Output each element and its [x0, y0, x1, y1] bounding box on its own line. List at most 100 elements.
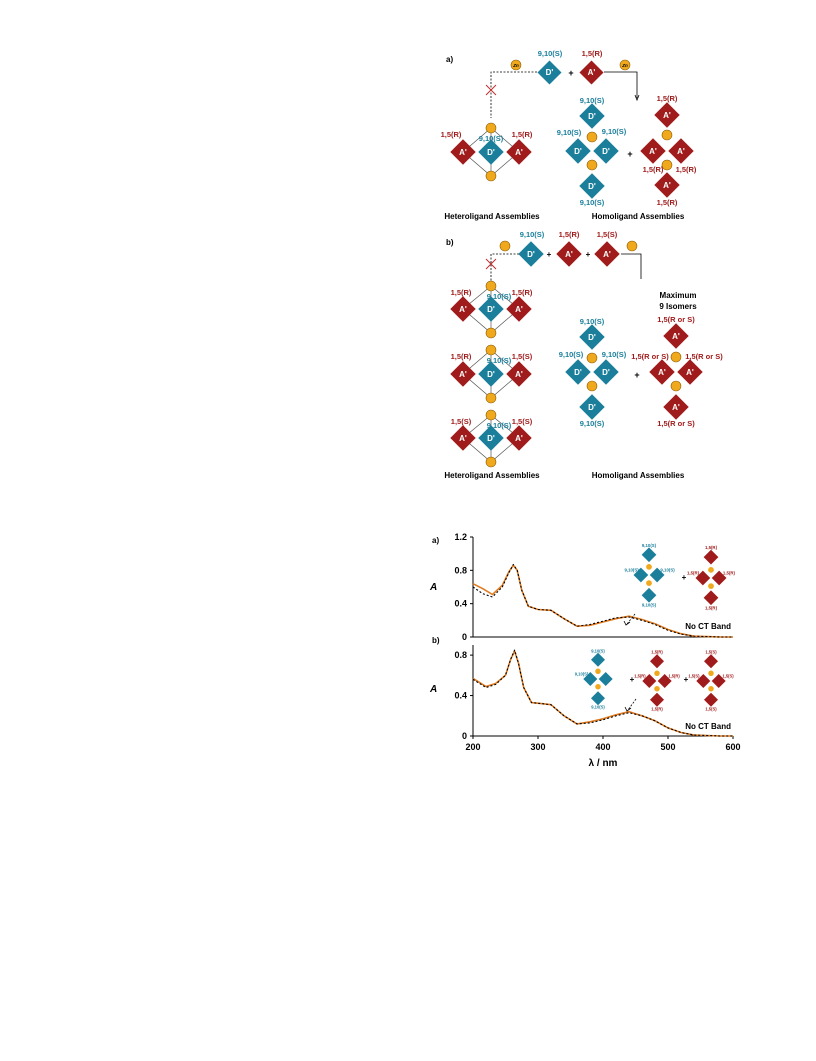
cfg-label: 1,5(R) — [651, 650, 663, 655]
x-tick-label: 200 — [465, 742, 480, 752]
zn-icon — [661, 129, 673, 141]
donor-diamond — [641, 587, 657, 603]
y-axis-label: A — [429, 582, 437, 593]
cross-icon — [485, 84, 497, 96]
chart-a: a) A 00.40.81.2 No CT Band 9,10(S) 9,10(… — [429, 532, 736, 642]
cfg-label: 9,10(S) — [580, 96, 605, 105]
homo-acceptor-assembly: Maximum 9 Isomers 1,5(R or S) A' A' A' A… — [631, 291, 723, 428]
y-tick-label: 0.4 — [454, 599, 467, 609]
zn-icon — [654, 670, 660, 677]
y-tick-label: 0.4 — [454, 691, 467, 701]
zn-icon — [586, 352, 598, 364]
reaction-arrow — [621, 253, 642, 279]
cfg-label: 1,5(R) — [657, 94, 678, 103]
acceptor-label: A' — [663, 181, 671, 190]
acceptor-label: A' — [459, 148, 467, 157]
zn-icon — [708, 583, 714, 590]
arrowhead — [634, 94, 640, 102]
plus-sign: + — [630, 675, 635, 684]
plus-sign: + — [627, 149, 632, 159]
acceptor-diamond — [703, 590, 719, 606]
cfg-label: 1,5(R) — [705, 605, 718, 610]
annotation-no-ct-band: No CT Band — [685, 622, 731, 631]
zn-icon — [708, 685, 714, 692]
acceptor-diamond — [450, 361, 476, 387]
zn-icon — [619, 59, 631, 71]
cfg-label: 1,5(S) — [597, 230, 618, 239]
zn-icon — [485, 456, 497, 468]
donor-label: D' — [588, 333, 596, 342]
acceptor-label: A' — [686, 368, 694, 377]
acceptor-diamond — [703, 692, 719, 707]
acceptor-label: A' — [588, 68, 596, 77]
donor-label: D' — [588, 182, 596, 191]
homo-title: Homoligand Assemblies — [592, 212, 685, 221]
cfg-label: 9,10(S) — [602, 350, 627, 359]
zn-icon — [485, 409, 497, 421]
x-axis-label: λ / nm — [589, 758, 618, 769]
cfg-label: 9,10(S) — [580, 198, 605, 207]
donor-diamond — [593, 359, 619, 385]
donor-diamond — [598, 671, 613, 687]
panel-label-b: b) — [432, 636, 440, 645]
donor-label: D' — [574, 368, 582, 377]
donor-diamond — [579, 394, 605, 420]
cfg-label: 1,5(R or S) — [657, 419, 695, 428]
inset-schematic: 1,5(R) 1,5(R) 1,5(R) 1,5(R) — [687, 545, 736, 610]
cfg-label: 1,5(S) — [451, 417, 472, 426]
cfg-label: 1,5(S) — [722, 674, 734, 679]
donor-label: D' — [487, 434, 495, 443]
hetero-assembly: A' D' A' 1,5(S) 1,5(S) 9,10(S) — [450, 409, 533, 468]
donor-diamond — [478, 296, 504, 322]
donor-diamond — [641, 547, 657, 563]
zn-icon — [646, 563, 652, 570]
donor-diamond — [518, 241, 544, 267]
homo-donor-assembly: 9,10(S) D' D' D' D' 9,10(S) 9,10(S) 9,10… — [557, 96, 627, 207]
cfg-label: 1,5(R) — [687, 571, 700, 576]
donor-label: D' — [574, 147, 582, 156]
acceptor-label: A' — [677, 147, 685, 156]
cfg-label: 1,5(R) — [451, 288, 472, 297]
inset-schematic: 9,10(S) 9,10(S) 9,10(S) — [575, 649, 613, 710]
donor-diamond — [565, 138, 591, 164]
cfg-label: 1,5(R) — [451, 352, 472, 361]
donor-label: D' — [588, 403, 596, 412]
cfg-label: 9,10(S) — [487, 292, 512, 301]
acceptor-label: A' — [603, 250, 611, 259]
zn-icon — [485, 122, 497, 134]
acceptor-label: A' — [515, 434, 523, 443]
cfg-label: 9,10(S) — [559, 350, 584, 359]
acceptor-label: A' — [672, 332, 680, 341]
acceptor-label: A' — [649, 147, 657, 156]
blocked-arrow — [490, 253, 519, 282]
plus-sign: + — [682, 573, 687, 582]
zn-icon — [646, 580, 652, 587]
acceptor-diamond — [506, 139, 532, 165]
plus-sign: + — [634, 370, 639, 380]
inset-schematic: 1,5(R) 1,5(R) 1,5(R) 1,5(R) — [634, 650, 680, 712]
acceptor-label: A' — [663, 111, 671, 120]
y-tick-label: 0.8 — [454, 565, 467, 575]
inset-schematic: 1,5(S) 1,5(S) 1,5(S) 1,5(S) — [688, 650, 734, 712]
donor-diamond — [590, 691, 606, 706]
y-tick-label: 0.8 — [454, 650, 467, 660]
donor-label: D' — [527, 250, 535, 259]
zn-label: Zn — [621, 63, 628, 68]
acceptor-diamond — [677, 359, 703, 385]
acceptor-diamond — [450, 296, 476, 322]
acceptor-diamond — [506, 425, 532, 451]
plus-sign: + — [586, 250, 591, 259]
donor-label: D' — [588, 112, 596, 121]
cfg-label: 9,10(S) — [602, 127, 627, 136]
y-tick-label: 0 — [462, 632, 467, 642]
series-line-dotted — [472, 649, 733, 737]
cfg-label: 1,5(R) — [705, 545, 718, 550]
donor-label: D' — [602, 147, 610, 156]
hetero-assembly: A' D' A' 1,5(R) 1,5(S) 9,10(S) — [450, 344, 533, 404]
panel-label-a: a) — [446, 55, 453, 64]
cfg-label: 1,5(R or S) — [657, 315, 695, 324]
donor-diamond — [565, 359, 591, 385]
